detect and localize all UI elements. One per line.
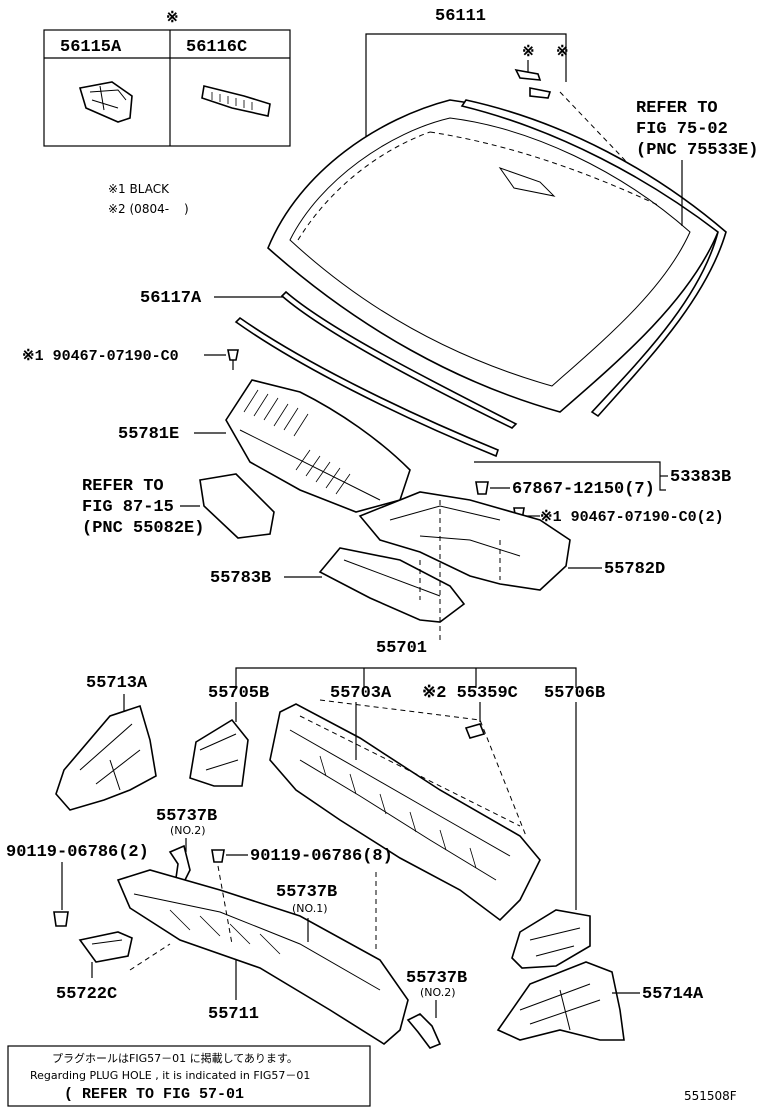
footer-note-box <box>7 1045 371 1107</box>
label-55782D: 55782D <box>604 560 665 579</box>
label-90467-a: ※1 90467-07190-C0 <box>22 348 179 365</box>
kome-mark-2: ※ <box>556 44 569 61</box>
refer-75-02-line3: (PNC 75533E) <box>636 141 758 160</box>
cowl-panel-55703A <box>269 703 541 922</box>
cowl-louver-55781E <box>225 379 411 513</box>
panel-55782D <box>358 491 571 591</box>
label-56111: 56111 <box>435 7 486 26</box>
side-panel-55713A <box>55 704 157 811</box>
molding-53383B <box>234 316 499 458</box>
clip-67867 <box>475 481 489 495</box>
kome-mark-1: ※ <box>522 44 535 61</box>
clip-56116C-drawing <box>201 85 271 117</box>
label-56116C: 56116C <box>186 38 247 57</box>
label-55722C: 55722C <box>56 985 117 1004</box>
side-molding <box>460 99 727 418</box>
windshield-glass <box>267 91 719 413</box>
molding-56117A <box>280 290 518 429</box>
footer-note-refer: ( REFER TO FIG 57-01 <box>64 1086 244 1103</box>
label-55359C: ※2 55359C <box>422 684 518 703</box>
panel-55783B <box>318 547 466 623</box>
label-55701: 55701 <box>376 639 427 658</box>
seal-55737B-no2-lower <box>406 1013 442 1049</box>
clip-56115A-drawing <box>78 81 133 123</box>
bracket-55705B <box>189 718 249 787</box>
label-55737B-no2-upper: 55737B <box>156 807 217 826</box>
note-black: ※1 BLACK <box>108 182 170 196</box>
bracket-55706B <box>511 909 591 969</box>
label-56117A: 56117A <box>140 289 202 308</box>
note-date-close: ) <box>184 202 189 216</box>
label-90119-b: 90119-06786(8) <box>250 847 393 866</box>
label-53383B: 53383B <box>670 468 731 487</box>
refer-87-15-line1: REFER TO <box>82 477 164 496</box>
label-no1: (NO.1) <box>292 902 328 915</box>
label-55705B: 55705B <box>208 684 269 703</box>
clip-90119-a <box>53 911 69 927</box>
bracket-55722C <box>78 931 133 963</box>
refer-75-02-line2: FIG 75-02 <box>636 120 728 139</box>
label-55781E: 55781E <box>118 425 179 444</box>
label-55703A: 55703A <box>330 684 392 703</box>
label-90119-a: 90119-06786(2) <box>6 843 149 862</box>
label-55714A: 55714A <box>642 985 704 1004</box>
diagram-code: 551508F <box>684 1089 737 1103</box>
footer-note-english: Regarding PLUG HOLE , it is indicated in… <box>30 1069 310 1082</box>
footer-note-japanese: プラグホールはFIG57－01 に掲載してあります。 <box>52 1051 298 1065</box>
label-no2-lower: (NO.2) <box>420 986 456 999</box>
label-55713A: 55713A <box>86 674 148 693</box>
clip-small-1 <box>514 68 542 81</box>
refer-87-15-line2: FIG 87-15 <box>82 498 174 517</box>
label-55711: 55711 <box>208 1005 259 1024</box>
clip-90467-a <box>227 349 239 361</box>
table-kome-mark: ※ <box>166 10 179 27</box>
label-55737B-no1: 55737B <box>276 883 337 902</box>
label-55706B: 55706B <box>544 684 605 703</box>
cowl-lower-55711 <box>116 869 409 1045</box>
parts-table <box>43 29 291 147</box>
duct-55082E <box>199 473 275 539</box>
refer-75-02-line1: REFER TO <box>636 99 718 118</box>
pad-55359C <box>464 723 486 739</box>
clip-small-2 <box>529 87 552 99</box>
note-date: ※2 (0804- <box>108 202 169 216</box>
label-no2-upper: (NO.2) <box>170 824 206 837</box>
side-panel-55714A <box>496 961 625 1041</box>
label-90467-b: ※1 90467-07190-C0(2) <box>540 509 724 526</box>
label-56115A: 56115A <box>60 38 122 57</box>
refer-87-15-line3: (PNC 55082E) <box>82 519 204 538</box>
label-67867: 67867-12150(7) <box>512 480 655 499</box>
label-55783B: 55783B <box>210 569 271 588</box>
clip-90119-b <box>211 849 225 863</box>
label-55737B-no2-lower: 55737B <box>406 969 467 988</box>
